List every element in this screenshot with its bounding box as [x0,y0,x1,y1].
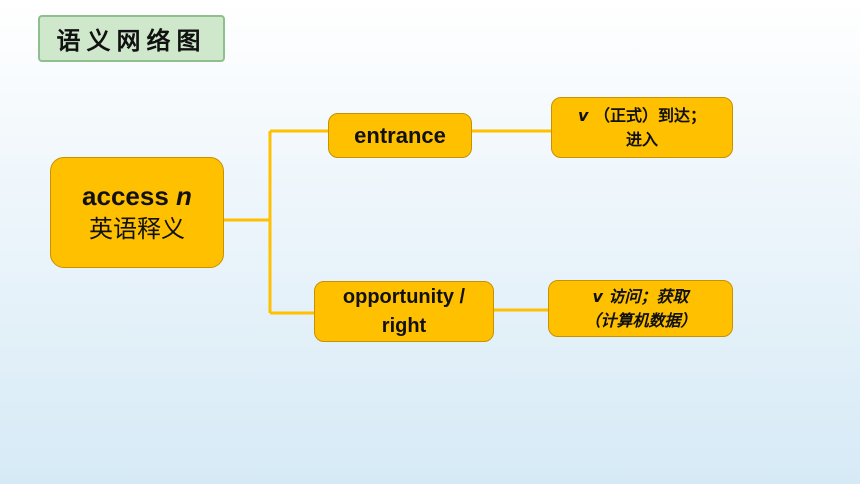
meaning-entrance-node: v （正式）到达； 进入 [551,97,733,158]
meaning-opportunity-node: v 访问；获取 （计算机数据） [548,280,733,337]
branch-entrance-node: entrance [328,113,472,158]
meaning-entrance-pos: v [577,105,589,125]
root-subtitle: 英语释义 [89,214,185,243]
page-title: 语义网络图 [38,15,225,62]
root-word-line: access n [82,180,192,212]
meaning-opportunity-line1: v 访问；获取 [592,286,689,306]
branch-opportunity-label-line2: right [381,314,427,337]
branch-opportunity-node: opportunity / right [314,281,494,342]
meaning-opportunity-line2: （计算机数据） [584,310,697,330]
meaning-entrance-line1: v （正式）到达； [578,104,706,128]
meaning-entrance-text1: （正式）到达； [594,105,707,125]
root-pos: n [176,180,192,211]
root-node: access n 英语释义 [50,157,224,268]
branch-entrance-label: entrance [354,122,446,148]
root-word: access [82,180,169,211]
meaning-entrance-line2: 进入 [625,129,658,149]
branch-opportunity-label-line1: opportunity / [342,285,466,308]
